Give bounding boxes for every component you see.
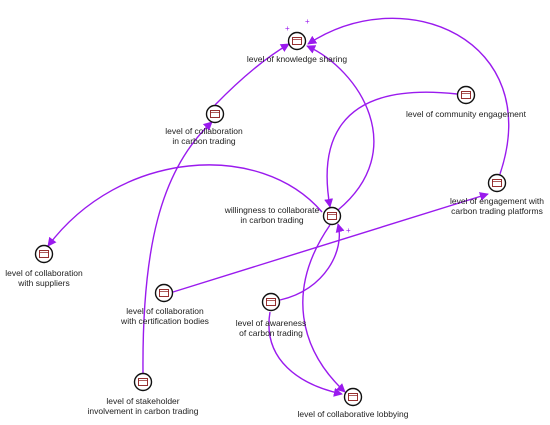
- node-label-lobbying: level of collaborative lobbying: [297, 409, 408, 419]
- node-label-line: in carbon trading: [172, 136, 236, 146]
- variable-icon: [159, 289, 169, 297]
- node-label-community: level of community engagement: [406, 109, 526, 119]
- link-willingness-to-suppliers: [47, 164, 323, 247]
- node-platforms[interactable]: [487, 173, 507, 193]
- node-label-line: involvement in carbon trading: [87, 406, 199, 416]
- node-community[interactable]: [456, 85, 476, 105]
- node-label-line: with suppliers: [18, 278, 70, 288]
- link-stakeholder-to-collab_trading: [142, 121, 213, 374]
- node-label-line: willingness to collaborate: [224, 205, 320, 215]
- link-willingness-to-knowledge: [306, 45, 375, 211]
- node-label-line: level of collaboration: [165, 126, 243, 136]
- node-lobbying[interactable]: [343, 387, 363, 407]
- variable-icon: [461, 91, 471, 99]
- variable-icon: [492, 179, 502, 187]
- link-willingness-to-lobbying: [302, 224, 346, 393]
- node-label-line: with certification bodies: [121, 316, 209, 326]
- variable-icon: [39, 250, 49, 258]
- link-community-to-willingness: [324, 91, 458, 208]
- link-awareness-to-lobbying: [268, 311, 343, 397]
- variable-icon: [348, 393, 358, 401]
- variable-icon: [266, 298, 276, 306]
- node-knowledge[interactable]: [287, 31, 307, 51]
- node-label-line: level of engagement with: [449, 196, 545, 206]
- node-label-line: level of community engagement: [405, 109, 527, 119]
- node-label-line: carbon trading platforms: [451, 206, 543, 216]
- node-label-line: level of collaboration: [5, 268, 83, 278]
- node-label-line: level of stakeholder: [106, 396, 180, 406]
- variable-icon: [138, 378, 148, 386]
- link-platforms-to-knowledge: [307, 17, 510, 175]
- polarity-sign: +: [305, 17, 310, 26]
- node-label-knowledge: level of knowledge sharing: [247, 54, 347, 64]
- link-certification-to-platforms: [172, 192, 489, 293]
- link-collab_trading-to-knowledge: [214, 43, 290, 106]
- node-certification[interactable]: [154, 283, 174, 303]
- node-label-line: level of collaboration: [126, 306, 204, 316]
- node-awareness[interactable]: [261, 292, 281, 312]
- variable-icon: [210, 110, 220, 118]
- variable-icon: [327, 212, 337, 220]
- node-stakeholder[interactable]: [133, 372, 153, 392]
- node-label-line: in carbon trading: [240, 215, 304, 225]
- polarity-sign: +: [285, 24, 290, 33]
- node-label-line: level of collaborative lobbying: [297, 409, 409, 419]
- node-label-line: of carbon trading: [239, 328, 303, 338]
- link-awareness-to-willingness: [279, 223, 345, 301]
- node-willingness[interactable]: [322, 206, 342, 226]
- node-label-line: level of awareness: [235, 318, 307, 328]
- node-suppliers[interactable]: [34, 244, 54, 264]
- node-collab_trading[interactable]: [205, 104, 225, 124]
- node-label-line: level of knowledge sharing: [246, 54, 348, 64]
- polarity-sign: +: [346, 226, 351, 235]
- variable-icon: [292, 37, 302, 45]
